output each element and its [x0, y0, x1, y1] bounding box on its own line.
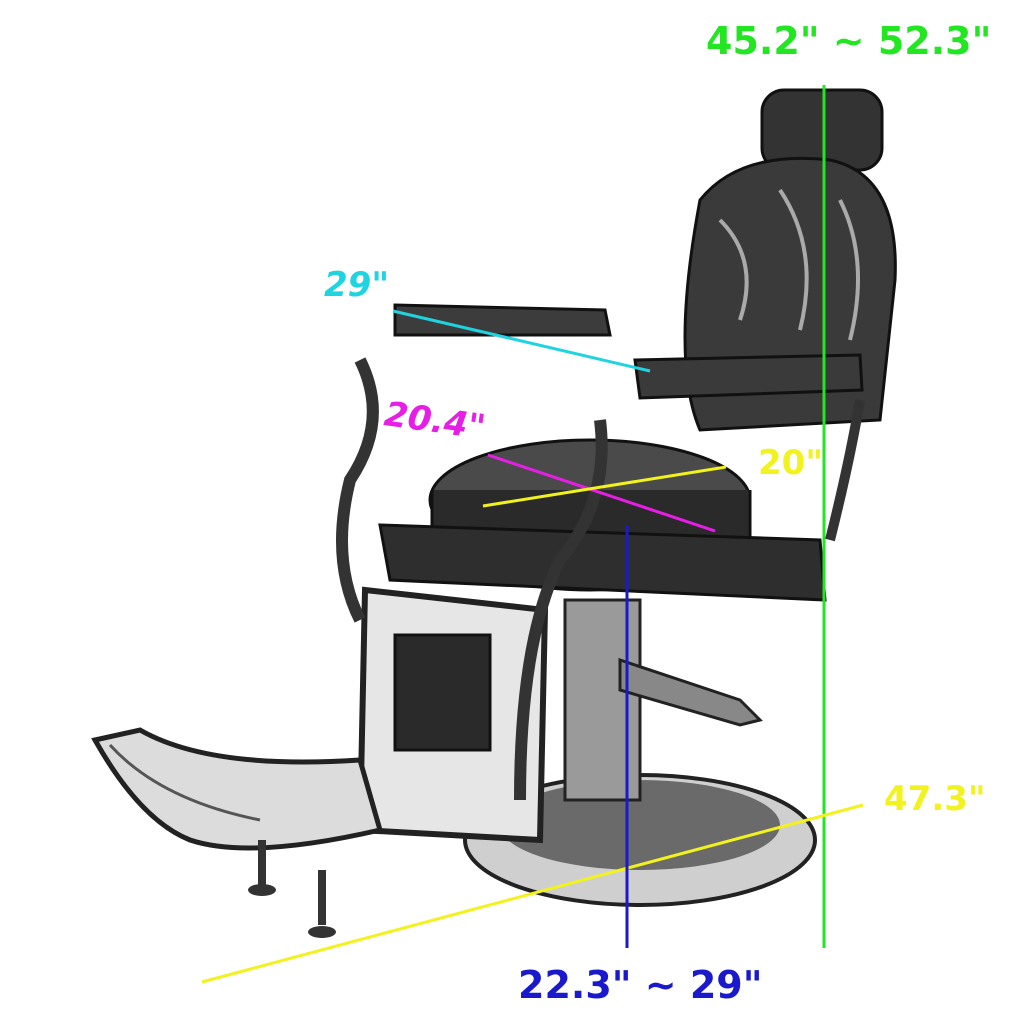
seat-depth-line: [487, 453, 716, 533]
overall-height-label: 45.2" ~ 52.3": [706, 19, 992, 63]
overall-length-label: 47.3": [884, 779, 986, 819]
seat-width-line: [482, 465, 727, 508]
armrest-length-label: 29": [324, 265, 390, 305]
seat-width-label: 20": [758, 443, 824, 483]
armrest-length-line: [392, 309, 651, 373]
seat-height-label: 22.3" ~ 29": [518, 963, 763, 1007]
overall-length-line: [201, 803, 864, 984]
